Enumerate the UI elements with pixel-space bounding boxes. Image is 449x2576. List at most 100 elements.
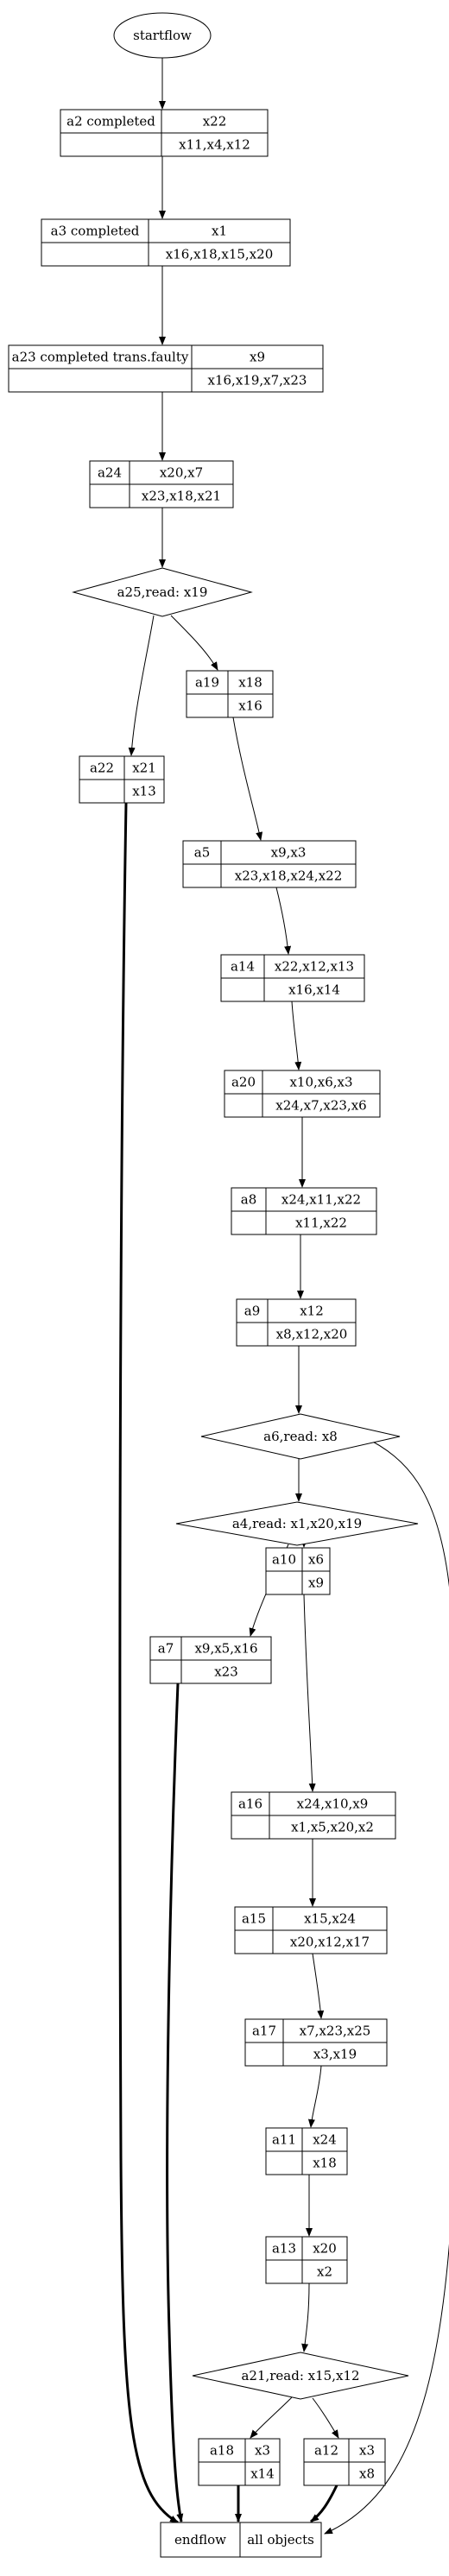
node-label: a15 — [242, 1911, 266, 1927]
node-label: a12 — [314, 2443, 338, 2459]
node-a12: a12 x3 x8 — [303, 2438, 386, 2486]
node-label: a5 — [194, 845, 211, 861]
flow-edge — [275, 887, 292, 955]
decision-a25: a25,read: x19 — [72, 567, 253, 617]
end-all-objects: all objects — [247, 2532, 314, 2548]
node-label: a24 — [98, 465, 122, 481]
node-writes: x18 — [238, 675, 262, 691]
node-writes: x22,x12,x13 — [275, 959, 354, 975]
node-writes: x15,x24 — [304, 1911, 356, 1927]
node-label: a2 completed — [66, 114, 155, 129]
node-reads: x18 — [313, 2156, 337, 2171]
node-reads: x8,x12,x20 — [276, 1327, 348, 1342]
node-reads: x9 — [308, 1575, 324, 1591]
node-writes: x12 — [300, 1304, 324, 1319]
node-writes: x24,x10,x9 — [297, 1796, 369, 1812]
node-label: a8 — [241, 1192, 257, 1208]
flow-edge — [312, 1953, 325, 2019]
flow-edge — [170, 615, 218, 671]
node-label: a19 — [195, 675, 219, 691]
node-writes: x22 — [203, 114, 227, 129]
node-reads: x1,x5,x20,x2 — [291, 1820, 374, 1835]
node-a15: a15 x15,x24 x20,x12,x17 — [234, 1906, 388, 1954]
node-a9: a9 x12 x8,x12,x20 — [236, 1298, 357, 1347]
node-reads: x16,x18,x15,x20 — [166, 247, 274, 262]
decision-label: a6,read: x8 — [263, 1429, 338, 1444]
node-label: a11 — [272, 2132, 296, 2148]
flow-edge — [303, 1594, 316, 1792]
node-writes: x10,x6,x3 — [289, 1075, 352, 1090]
node-writes: x6 — [308, 1552, 324, 1568]
node-reads: x2 — [317, 2264, 332, 2280]
node-a22: a22 x21 x13 — [79, 755, 165, 804]
node-a7: a7 x9,x5,x16 x23 — [149, 1636, 272, 1684]
node-reads: x3,x19 — [313, 2047, 357, 2062]
flow-edge — [307, 2065, 322, 2128]
node-a24: a24 x20,x7 x23,x18,x21 — [89, 460, 234, 508]
flow-edge-to-end — [166, 1683, 184, 2522]
node-writes: x20,x7 — [160, 465, 203, 481]
node-writes: x3 — [359, 2443, 375, 2459]
node-label: a16 — [238, 1796, 262, 1812]
flow-edge — [250, 2396, 293, 2439]
flow-edge — [291, 1001, 302, 1070]
node-writes: x24 — [313, 2132, 337, 2148]
node-label: a3 completed — [51, 224, 140, 239]
flow-edge — [301, 2282, 310, 2352]
node-label: a13 — [272, 2241, 296, 2257]
node-a18: a18 x3 x14 — [198, 2438, 281, 2486]
decision-a21: a21,read: x15,x12 — [192, 2352, 409, 2400]
node-writes: x20 — [313, 2241, 337, 2257]
node-label: a7 — [158, 1641, 174, 1657]
node-a14: a14 x22,x12,x13 x16,x14 — [220, 954, 365, 1002]
node-reads: x16,x19,x7,x23 — [208, 373, 307, 388]
node-reads: x11,x4,x12 — [179, 137, 250, 153]
flow-edge — [312, 2397, 339, 2439]
node-reads: x11,x22 — [295, 1215, 347, 1231]
flow-edge-to-end — [310, 2484, 338, 2523]
node-writes: x3 — [255, 2443, 270, 2459]
node-reads: x23 — [214, 1664, 238, 1680]
start-node — [113, 12, 212, 59]
node-label: a18 — [210, 2443, 234, 2459]
decision-shape — [175, 1501, 419, 1546]
node-a2: a2 completed x22 x11,x4,x12 — [60, 109, 269, 157]
node-writes: x24,x11,x22 — [281, 1192, 361, 1208]
node-reads: x8 — [359, 2466, 375, 2482]
node-a8: a8 x24,x11,x22 x11,x22 — [231, 1187, 377, 1235]
decision-a4: a4,read: x1,x20,x19 — [175, 1501, 419, 1546]
node-label: a23 completed trans.faulty — [12, 350, 189, 365]
node-label: a17 — [252, 2024, 276, 2039]
end-label: endflow — [174, 2532, 226, 2548]
decision-shape — [72, 567, 253, 617]
flow-edge — [128, 615, 155, 756]
decision-shape — [200, 1413, 401, 1460]
node-writes: x21 — [132, 761, 156, 776]
edges — [118, 58, 449, 2535]
node-reads: x16,x14 — [288, 982, 340, 998]
node-reads: x20,x12,x17 — [290, 1935, 370, 1950]
node-reads: x14 — [250, 2466, 275, 2482]
decision-shape — [192, 2352, 409, 2400]
node-writes: x9,x5,x16 — [194, 1641, 257, 1657]
node-label: a14 — [231, 959, 255, 975]
node-writes: x7,x23,x25 — [300, 2024, 371, 2039]
node-reads: x13 — [132, 784, 156, 799]
node-reads: x23,x18,x21 — [142, 489, 221, 504]
flow-edge — [232, 717, 263, 841]
node-a23: a23 completed trans.faulty x9 x16,x19,x7,x… — [8, 344, 324, 393]
node-label: a20 — [231, 1075, 256, 1090]
start-label: startflow — [133, 28, 192, 43]
node-label: a22 — [90, 761, 114, 776]
node-label: a9 — [244, 1304, 261, 1319]
node-label: a10 — [272, 1552, 296, 1568]
node-a17: a17 x7,x23,x25 x3,x19 — [244, 2018, 388, 2067]
end-node: endflow all objects — [160, 2522, 322, 2558]
node-writes: x9 — [250, 350, 265, 365]
decision-label: a21,read: x15,x12 — [241, 2368, 359, 2383]
end-box — [160, 2522, 322, 2558]
